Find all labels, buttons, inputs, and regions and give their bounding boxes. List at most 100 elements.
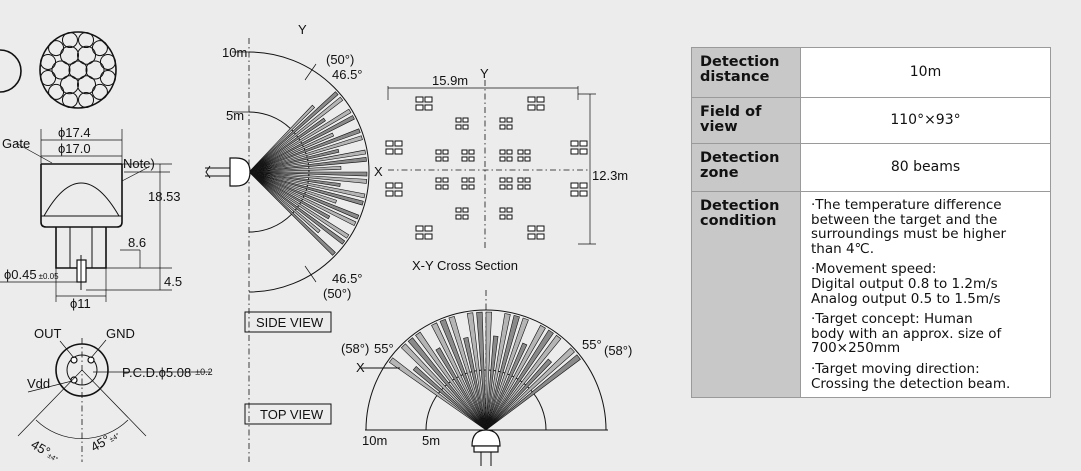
side-view-fan — [248, 91, 368, 256]
pin-vdd-label: Vdd — [27, 376, 50, 391]
side-angle-top: 46.5° — [332, 67, 363, 82]
top-beam — [476, 311, 487, 431]
zone-pad — [517, 149, 531, 162]
top-x-axis-label: X — [356, 360, 365, 375]
side-beam — [248, 171, 346, 245]
note-label: Note) — [123, 156, 155, 171]
side-angle-bottom: 46.5° — [332, 271, 363, 286]
side-range-far-label: 10m — [222, 45, 247, 60]
side-beam — [248, 91, 339, 173]
side-beam — [248, 135, 363, 173]
sensor-top-icon — [471, 429, 501, 466]
condition-item-temperature: ·The temperature difference between the … — [811, 197, 1007, 257]
lens-facet — [61, 32, 78, 49]
condition-item-direction: ·Target moving direction: Crossing the d… — [811, 360, 1011, 392]
zone-pad — [570, 140, 588, 155]
top-beam — [388, 357, 487, 431]
side-beam — [248, 96, 344, 173]
table-row: Field of view 110°×93° — [691, 97, 1051, 144]
top-range-far-label: 10m — [362, 433, 387, 448]
sensor-side-icon — [205, 157, 251, 187]
side-y-axis-label: Y — [298, 22, 307, 37]
cross-x-axis-label: X — [374, 164, 383, 179]
lens-facet — [60, 45, 79, 65]
lens-facet — [78, 32, 95, 49]
row-label-detection-zone: Detection zone — [691, 143, 801, 192]
row-value-field-of-view: 110°×93° — [800, 97, 1051, 144]
top-beam — [485, 334, 562, 431]
condition-item-target: ·Target concept: Human body with an appr… — [811, 311, 1002, 357]
side-beam — [248, 108, 352, 173]
side-beam — [248, 148, 340, 173]
top-view-fan — [388, 311, 581, 431]
zone-pad — [415, 225, 433, 240]
gate-label: Gate — [2, 136, 30, 151]
cross-height-label: 12.3m — [592, 168, 628, 183]
lens-facet — [91, 40, 108, 57]
side-angle-top-paren: (50°) — [326, 52, 354, 67]
side-beam — [248, 171, 368, 177]
body-front-view — [0, 129, 172, 302]
zone-pad — [499, 177, 513, 190]
lens-facet — [60, 75, 79, 95]
side-view-caption: SIDE VIEW — [256, 315, 324, 330]
top-view-caption: TOP VIEW — [260, 407, 324, 422]
top-beam — [485, 315, 520, 431]
angle-right-label: 45°±4° — [88, 426, 122, 454]
side-beam — [248, 156, 367, 173]
side-beam — [248, 171, 337, 204]
top-view-caption-box — [244, 403, 332, 425]
zone-pad — [499, 117, 513, 130]
row-value-detection-condition: ·The temperature difference between the … — [800, 190, 1051, 399]
side-view-diagram — [205, 38, 370, 462]
height-total-label: 18.53 — [148, 189, 181, 204]
zone-pad — [415, 96, 433, 111]
detection-zone-grid — [385, 96, 588, 240]
cross-width-label: 15.9m — [432, 73, 468, 88]
top-beam — [485, 313, 511, 431]
pcd-label: P.C.D.ϕ5.08±0.2 — [122, 365, 213, 380]
side-beam — [248, 104, 316, 173]
row-value-detection-zone: 80 beams — [800, 143, 1051, 192]
angle-left-label: 45°±4° — [29, 437, 63, 465]
top-beam — [412, 365, 487, 431]
top-beam — [435, 347, 487, 431]
top-beam — [463, 336, 487, 431]
top-beam — [431, 322, 487, 431]
top-range-near-label: 5m — [422, 433, 440, 448]
top-beam — [485, 311, 492, 431]
side-beam — [248, 115, 355, 173]
pin-out-label: OUT — [34, 326, 62, 341]
top-beam — [485, 329, 554, 431]
lens-facet — [40, 70, 57, 87]
zone-pad — [570, 182, 588, 197]
side-beam — [248, 165, 342, 173]
range-arc-far — [248, 51, 370, 293]
pin-gnd-label: GND — [106, 326, 135, 341]
lens-top-view — [39, 31, 117, 109]
side-beam — [248, 171, 350, 239]
top-view-diagram — [360, 290, 608, 466]
side-beam — [248, 171, 331, 220]
side-beam — [248, 117, 326, 173]
row-value-detection-distance: 10m — [800, 47, 1051, 98]
top-beam — [485, 347, 575, 431]
lens-facet — [51, 60, 71, 80]
zone-pad — [499, 207, 513, 220]
lens-facet — [77, 45, 96, 65]
lens-facet — [99, 53, 116, 70]
top-beam — [485, 324, 546, 431]
table-row: Detection distance 10m — [691, 47, 1051, 98]
table-row: Detection zone 80 beams — [691, 143, 1051, 192]
spec-table: Detection distance 10m Field of view 110… — [691, 47, 1051, 399]
top-beam — [485, 358, 553, 431]
zone-pad — [385, 140, 403, 155]
top-beam — [439, 318, 487, 431]
row-label-detection-condition: Detection condition — [691, 190, 801, 399]
top-beam — [485, 354, 581, 431]
zone-pad — [385, 182, 403, 197]
base-diameter-label: ϕ11 — [70, 296, 91, 311]
side-beam — [248, 171, 357, 226]
top-beam — [485, 317, 529, 431]
